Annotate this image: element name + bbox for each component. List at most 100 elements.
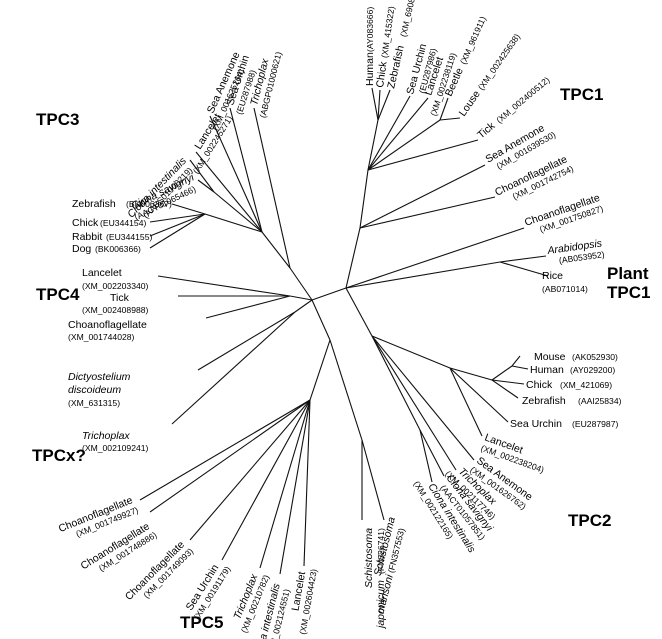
group-label-tpcx: TPCx? (32, 446, 86, 465)
leaf-dog-tpc3: Dog (BK006366) (72, 243, 141, 255)
branch-choano3-tpc5 (189, 399, 311, 541)
leaf-accession: (XM_002400512) (494, 75, 551, 125)
branch-human-tpc2 (511, 365, 529, 370)
leaf-name: Tick (475, 120, 498, 142)
branch-ciona-int-tpc2 (419, 429, 433, 483)
branch-core-tpc1 (345, 227, 361, 289)
leaf-accession: (AAI25834) (578, 396, 622, 406)
branch-ciona-sav-tpc3 (197, 179, 215, 193)
leaf-name: Zebrafish (522, 395, 566, 407)
group-label-tpc4: TPC4 (36, 285, 80, 304)
branch-ciona-sav-tpc2 (419, 429, 445, 477)
branch-root-tpc3 (289, 267, 313, 301)
leaf-schisto-japonicum: Schistosoma japonicum (FN326741) (363, 528, 387, 630)
branch-human-tpc1 (371, 87, 379, 121)
branch-ciona-tpc2 (371, 335, 421, 431)
branch-lancelet-tpc4 (157, 275, 291, 297)
branch-rice (499, 261, 549, 277)
leaf-name: Chick (526, 379, 553, 391)
branch-chick-tpc1 (377, 89, 381, 121)
leaf-arabidopsis: Arabidopsis (AB053952) (546, 237, 606, 265)
branch-seaurchin-tpc2 (449, 367, 509, 423)
leaf-seaurchin-tpc5: Sea Urchin (XM_00191179) (184, 562, 233, 621)
leaf-name-1: Schistosoma (363, 528, 375, 588)
leaf-accession: (AK052930) (572, 352, 618, 362)
leaf-name: Rice (542, 270, 563, 282)
leaf-mouse-tpc2: Mouse (AK052930) (534, 351, 618, 363)
leaf-name: Zebrafish (72, 198, 116, 210)
leaf-name: Choanoflagellate (68, 319, 147, 331)
branch-choano1-tpc5 (139, 399, 311, 501)
branch-root-core (311, 287, 347, 301)
leaf-name: Louse (457, 88, 483, 118)
branch-tpc3-base (261, 231, 291, 269)
group-label-tpc3: TPC3 (36, 110, 79, 129)
leaf-accession: (XM_690831) (398, 0, 419, 38)
branch-trichoplax-tpc3 (253, 107, 291, 269)
branch-tick-tpc1 (367, 139, 479, 171)
branch-core-tpc2 (345, 287, 373, 337)
leaf-accession: (AY029200) (570, 365, 615, 375)
leaf-lancelet-tpc5: Lancelet (XM_002604423) (289, 568, 318, 635)
leaf-name: Human (364, 52, 376, 86)
leaf-chick-tpc2: Chick (XM_421069) (526, 379, 612, 391)
leaf-name-2: japonicum (375, 580, 387, 630)
group-label-plant-1: Plant (607, 264, 649, 283)
leaf-name: Mouse (534, 351, 566, 363)
leaf-name: Trichoplax (82, 430, 130, 442)
branch-tpc2-vert (449, 367, 493, 381)
leaf-zebrafish-tpc3: Zebrafish (BK006367) (72, 198, 172, 210)
branch-seaurchin-tpc1 (367, 95, 411, 171)
leaf-name-1: Dictyostelium (68, 371, 131, 383)
group-label-tpc2: TPC2 (568, 511, 611, 530)
leaf-human-tpc2: Human (AY029200) (530, 364, 615, 376)
branch-zebrafish-tpc1 (377, 89, 391, 121)
group-label-tpc5: TPC5 (180, 613, 223, 632)
branch-tpc2-inner (371, 335, 451, 369)
leaf-accession: (EU344154) (100, 218, 146, 228)
branch-ciona-int-tpc3 (189, 159, 215, 193)
branch-seaanemone-tpc3 (209, 115, 263, 233)
leaf-accession: (AY083666) (365, 7, 375, 52)
branch-root-tpc4 (289, 295, 313, 301)
leaf-accession: (EU287987) (572, 419, 618, 429)
group-label-tpc1: TPC1 (560, 85, 603, 104)
leaf-name: Sea Urchin (510, 418, 562, 430)
branch-root-tpc5 (311, 299, 331, 341)
branch-insects-tpc1 (367, 119, 441, 171)
leaf-name: Lancelet (82, 267, 122, 279)
leaf-human-tpc1: Human (AY083666) (364, 7, 376, 86)
branch-tpc1-vert (367, 119, 379, 171)
branch-zebrafish-tpc3 (171, 203, 206, 215)
branch-mouse-tpc2 (511, 355, 521, 367)
branch-lancelet-tpc2 (449, 367, 483, 437)
branch-vert-tpc3 (204, 213, 263, 233)
leaf-accession: (XM_631315) (68, 398, 120, 408)
branch-root-tpcx (294, 299, 313, 313)
leaf-name: Chick (374, 60, 390, 88)
leaf-dictyostelium: Dictyostelium discoideum (XM_631315) (68, 371, 131, 408)
branch-louse-tpc1 (439, 117, 461, 121)
leaf-name: Human (530, 364, 564, 376)
leaf-name: Rabbit (72, 231, 102, 243)
branch-arabidopsis (499, 255, 547, 263)
branch-lancelet-tpc5 (303, 399, 311, 567)
branch-trichoplax-tpc2 (371, 335, 457, 471)
leaf-accession: (FN326741) (376, 528, 386, 574)
branch-ciona-tpc3 (213, 191, 263, 233)
leaf-rabbit-tpc3: Rabbit (EU344155) (72, 231, 152, 243)
branch-schisto-man (361, 439, 385, 521)
leaf-accession: (EU344155) (106, 232, 152, 242)
branch-tpc2-mammal (491, 365, 513, 381)
branch-tpc5-base (309, 339, 331, 401)
leaf-accession: (XM_421069) (560, 380, 612, 390)
leaf-accession: (BK006366) (95, 244, 141, 254)
tree-branches (139, 87, 549, 575)
branch-seaurchin-tpc3 (229, 107, 263, 233)
leaf-choano-tpc4: Choanoflagellate (XM_001744028) (68, 319, 147, 342)
branch-chick-tpc3 (149, 213, 206, 223)
leaf-accession: (XM_002425638) (476, 32, 522, 92)
leaf-accession: (XM_002203340) (82, 281, 149, 291)
branch-dog-tpc3 (149, 213, 206, 249)
leaf-lancelet-tpc4: Lancelet (XM_002203340) (82, 267, 149, 291)
